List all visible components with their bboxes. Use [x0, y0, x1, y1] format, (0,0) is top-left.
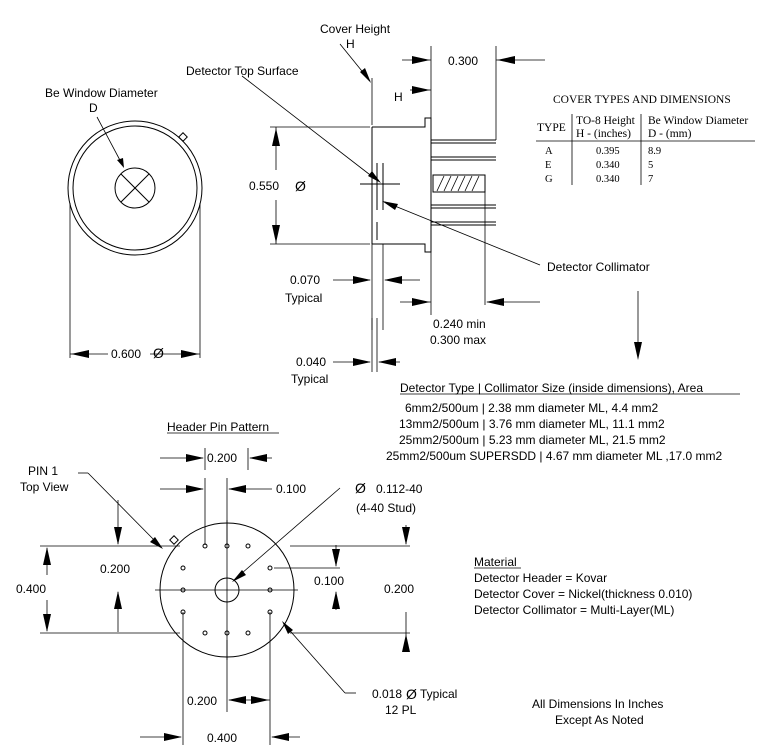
detector-collimator: Detector Collimator: [547, 260, 650, 274]
dim-200-right: 0.200: [384, 582, 414, 596]
material-line: Detector Collimator = Multi-Layer(ML): [474, 603, 674, 617]
detector-list-heading: Detector Type | Collimator Size (inside …: [400, 381, 703, 395]
stud-dia-symbol: Ø: [355, 480, 366, 496]
stud-desc: (4-40 Stud): [356, 501, 416, 515]
top-view-label: Top View: [20, 480, 69, 494]
pin-count: 12 PL: [385, 703, 417, 717]
stud-dim: 0.112-40: [376, 482, 423, 496]
header-pin: [224, 630, 230, 636]
width-dim: 0.600: [111, 347, 141, 361]
can-inner-circle: [72, 125, 198, 251]
list-item: 6mm2/500um | 2.38 mm diameter ML, 4.4 mm…: [405, 401, 659, 415]
be-window-label: Be Window Diameter: [45, 86, 158, 100]
dim-400-left: 0.400: [16, 582, 46, 596]
pin-length-max: 0.300 max: [430, 333, 486, 347]
header-pin: [180, 565, 186, 571]
cover-height-label: Cover Height: [320, 22, 391, 36]
can-outer-circle: [67, 120, 203, 256]
dim-070: 0.070: [290, 273, 320, 287]
pin1-tab: [169, 535, 179, 545]
pins: [431, 139, 496, 226]
be-window-symbol: D: [89, 101, 98, 115]
dim-400-bottom: 0.400: [207, 731, 237, 745]
detector-top-surface: Detector Top Surface: [186, 64, 299, 78]
col-window-header: Be Window Diameter: [648, 115, 748, 127]
header-pin: [180, 587, 186, 593]
table-row: G: [545, 174, 553, 185]
can-body: [372, 117, 432, 253]
pin-dia-symbol: Ø: [406, 686, 417, 702]
dim-100-right: 0.100: [314, 574, 344, 588]
cover-table-title: COVER TYPES AND DIMENSIONS: [553, 94, 731, 106]
dim-040: 0.040: [296, 355, 326, 369]
svg-text:8.9: 8.9: [648, 146, 661, 157]
header-pin: [245, 630, 251, 636]
svg-text:7: 7: [648, 174, 653, 185]
dia-550-symbol: Ø: [295, 178, 306, 194]
dimension-note: All Dimensions In Inches Except As Noted: [532, 697, 663, 727]
dim-200-bottom: 0.200: [187, 694, 217, 708]
dim-100-top: 0.100: [276, 482, 306, 496]
dim-300: 0.300: [448, 54, 478, 68]
svg-text:0.395: 0.395: [596, 146, 620, 157]
header-pin: [202, 630, 208, 636]
header-pin: [267, 565, 273, 571]
dim-200-top: 0.200: [207, 451, 237, 465]
header-pins: [180, 543, 273, 636]
table-row: A: [545, 146, 553, 157]
list-item: 25mm2/500um | 5.23 mm diameter ML, 21.5 …: [399, 433, 666, 447]
cover-height-symbol-top: H: [346, 37, 355, 51]
svg-text:0.340: 0.340: [596, 160, 620, 171]
cover-height-symbol: H: [394, 90, 403, 104]
be-window-circle: [114, 167, 156, 209]
detector-list: Detector Type | Collimator Size (inside …: [386, 381, 740, 463]
pin-pattern: Header Pin Pattern PIN 1 Top View 0.200 …: [16, 420, 457, 745]
typical-040: Typical: [291, 372, 328, 386]
col-height-sub: H - (inches): [576, 128, 631, 140]
cover-table: COVER TYPES AND DIMENSIONS TYPE TO-8 Hei…: [536, 94, 755, 185]
header-pin: [245, 543, 251, 549]
col-window-sub: D - (mm): [648, 128, 692, 140]
list-item: 13mm2/500um | 3.76 mm diameter ML, 11.1 …: [399, 417, 665, 431]
svg-text:5: 5: [648, 160, 653, 171]
pin1-label: PIN 1: [28, 464, 58, 478]
typical-070: Typical: [285, 291, 322, 305]
list-item: 25mm2/500um SUPERSDD | 4.67 mm diameter …: [386, 449, 722, 463]
material-block: Material Detector Header = Kovar Detecto…: [474, 555, 692, 617]
pin-dia: 0.018: [372, 687, 402, 701]
pin-typical: Typical: [420, 687, 457, 701]
header-pin: [267, 587, 273, 593]
pin-length-min: 0.240 min: [433, 317, 486, 331]
dim-200-left: 0.200: [100, 562, 130, 576]
dia-550: 0.550: [249, 179, 279, 193]
col-height-header: TO-8 Height: [576, 115, 636, 127]
note-line-1: All Dimensions In Inches: [532, 697, 663, 711]
top-view: Be Window Diameter D 0.600 Ø: [45, 86, 203, 361]
table-row: E: [545, 160, 551, 171]
material-heading: Material: [474, 555, 517, 569]
dia-symbol: Ø: [153, 345, 164, 361]
note-line-2: Except As Noted: [555, 713, 644, 727]
material-line: Detector Cover = Nickel(thickness 0.010): [474, 587, 692, 601]
col-type-header: TYPE: [537, 122, 566, 134]
pin-pattern-title: Header Pin Pattern: [167, 420, 269, 434]
svg-text:0.340: 0.340: [596, 174, 620, 185]
tab-mark: [178, 132, 188, 142]
material-line: Detector Header = Kovar: [474, 571, 607, 585]
side-view: Cover Height H H 0.300 Detector Top Surf…: [186, 22, 650, 386]
